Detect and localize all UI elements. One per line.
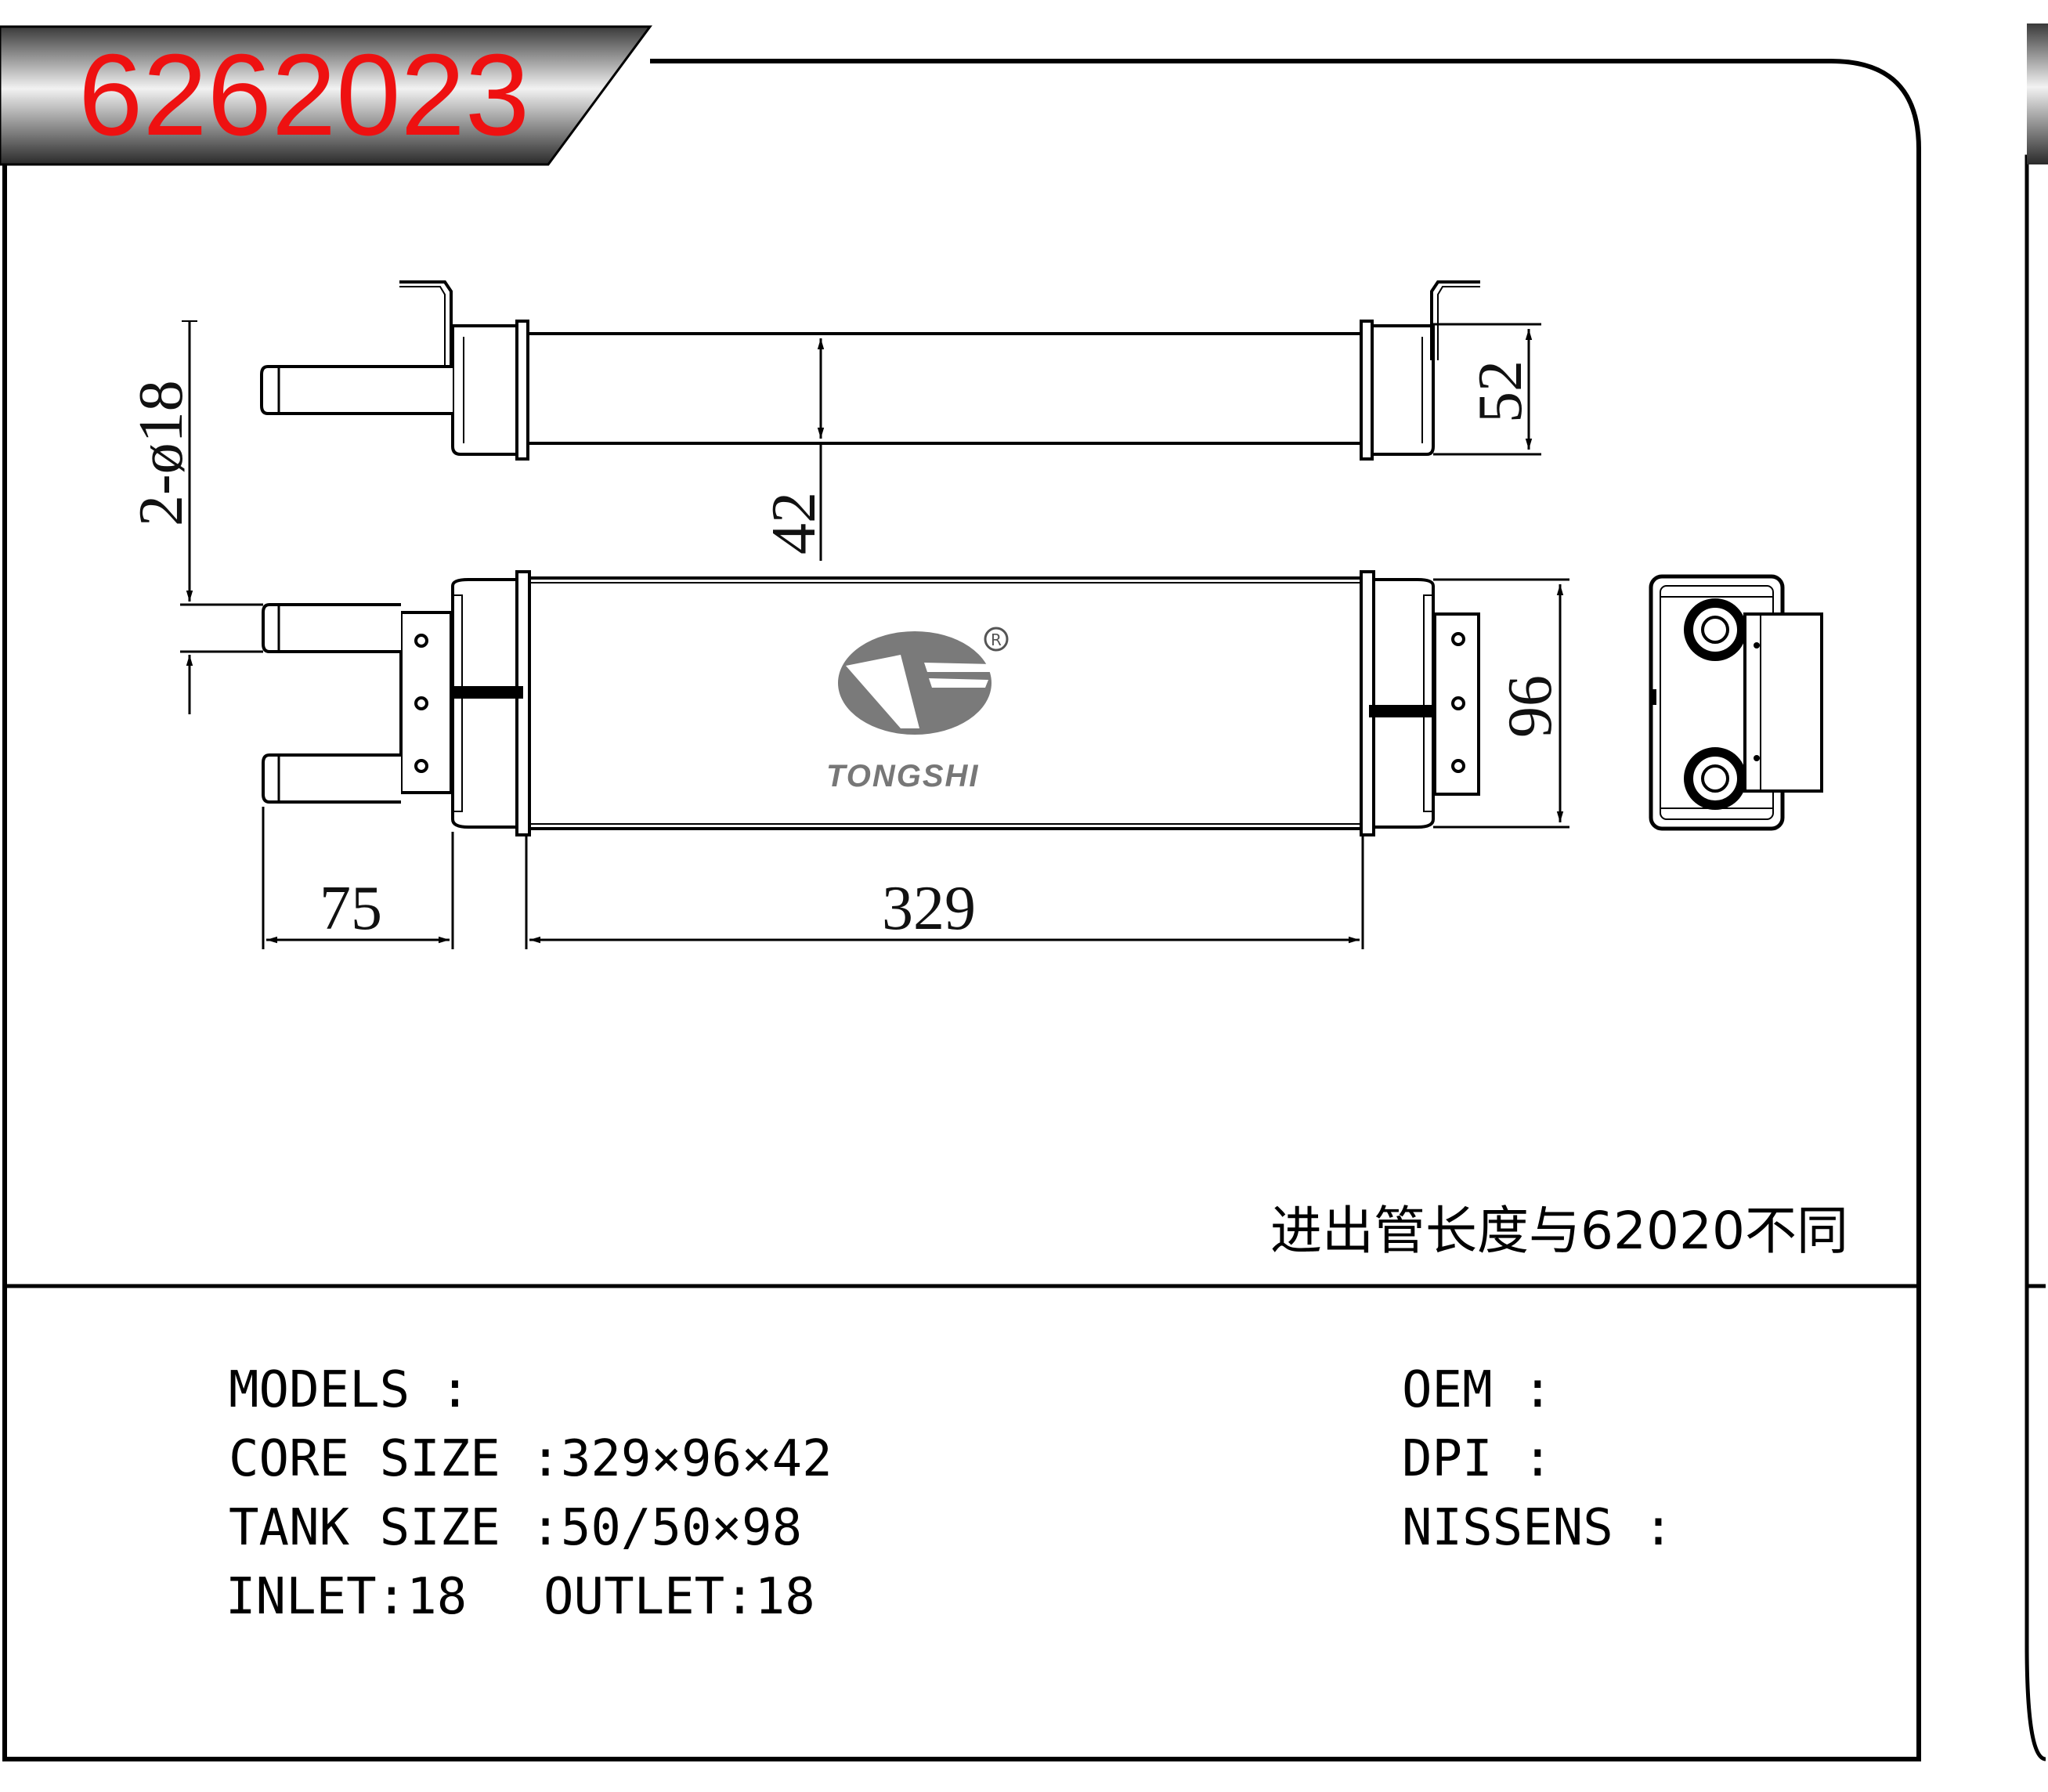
top-core xyxy=(525,332,1364,445)
spec-outlet: OUTLET:18 xyxy=(544,1568,815,1626)
dim-top xyxy=(817,323,1541,561)
top-view xyxy=(260,280,1480,461)
spec-core-size: CORE SIZE :329×96×42 xyxy=(229,1430,833,1488)
dim-tank-depth: 52 xyxy=(1466,360,1535,423)
dim-front xyxy=(180,320,1569,949)
side-view xyxy=(1649,574,1823,831)
tongshi-logo: R TONGSHI xyxy=(826,627,1009,793)
dim-core-length: 329 xyxy=(882,874,976,943)
header-banner: 6262023 xyxy=(0,25,652,166)
dim-pipe-diameter: 2-ø18 xyxy=(127,380,196,526)
registered-mark: R xyxy=(991,630,1002,649)
dim-pipe-length: 75 xyxy=(320,874,382,943)
spec-models: MODELS : xyxy=(229,1361,470,1419)
spec-dpi: DPI : xyxy=(1402,1430,1553,1488)
part-number: 6262023 xyxy=(78,31,529,160)
spec-block: MODELS : CORE SIZE :329×96×42 TANK SIZE … xyxy=(226,1361,1674,1626)
next-sheet-banner-edge xyxy=(2027,23,2048,164)
spec-nissens: NISSENS : xyxy=(1402,1499,1674,1557)
spec-oem: OEM : xyxy=(1402,1361,1553,1419)
brand-name: TONGSHI xyxy=(826,759,980,793)
spec-tank-size: TANK SIZE :50/50×98 xyxy=(229,1499,802,1557)
dim-core-depth: 42 xyxy=(760,492,829,555)
dim-core-height: 96 xyxy=(1496,675,1565,738)
drawing-note: 进出管长度与62020不同 xyxy=(1270,1201,1848,1261)
front-view xyxy=(262,570,1480,836)
spec-inlet: INLET:18 xyxy=(226,1568,467,1626)
